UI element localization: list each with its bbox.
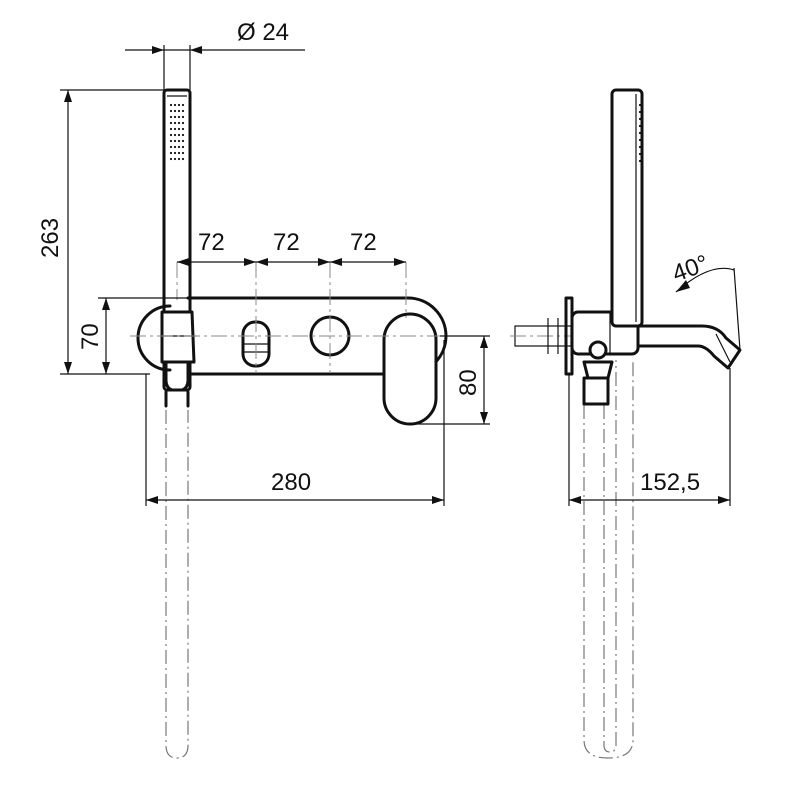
dim-total-width: 280 [145, 340, 445, 506]
shower-nozzle-dots [169, 103, 185, 161]
front-hand-shower [162, 88, 192, 392]
dim-total-width-label: 280 [271, 469, 311, 496]
front-lever-handle [382, 312, 438, 426]
dim-spacing-1-label: 72 [198, 229, 225, 256]
side-spout [636, 324, 742, 370]
dim-handle-height-label: 80 [455, 369, 482, 396]
dim-side-depth-label: 152,5 [640, 469, 700, 496]
front-view: Ø 24 263 70 72 7 [37, 19, 490, 759]
dim-spacing-3-label: 72 [350, 229, 377, 256]
side-hose [583, 360, 634, 759]
dim-side-depth: 152,5 [568, 368, 731, 506]
dim-diameter-label: Ø 24 [237, 19, 289, 46]
dim-total-height: 263 [37, 89, 164, 375]
dim-plate-height: 70 [77, 297, 188, 374]
dim-plate-height-label: 70 [77, 323, 104, 350]
front-centerlines [130, 262, 460, 372]
side-hand-shower [610, 88, 644, 328]
front-hose [165, 410, 189, 759]
dim-diameter: Ø 24 [125, 19, 305, 90]
dim-spacing: 72 72 72 [177, 229, 406, 266]
dim-total-height-label: 263 [37, 218, 64, 258]
dim-spout-angle-label: 40° [669, 250, 712, 288]
dim-spout-angle: 40° [669, 250, 741, 351]
side-hose-connector [582, 360, 614, 406]
side-view: 40° 152,5 [510, 88, 742, 759]
side-nozzle-dots [638, 103, 642, 163]
dim-handle-height: 80 [410, 335, 490, 425]
side-wall-fixing [510, 318, 580, 354]
front-shower-holder [160, 310, 196, 408]
dim-spacing-2-label: 72 [273, 229, 300, 256]
